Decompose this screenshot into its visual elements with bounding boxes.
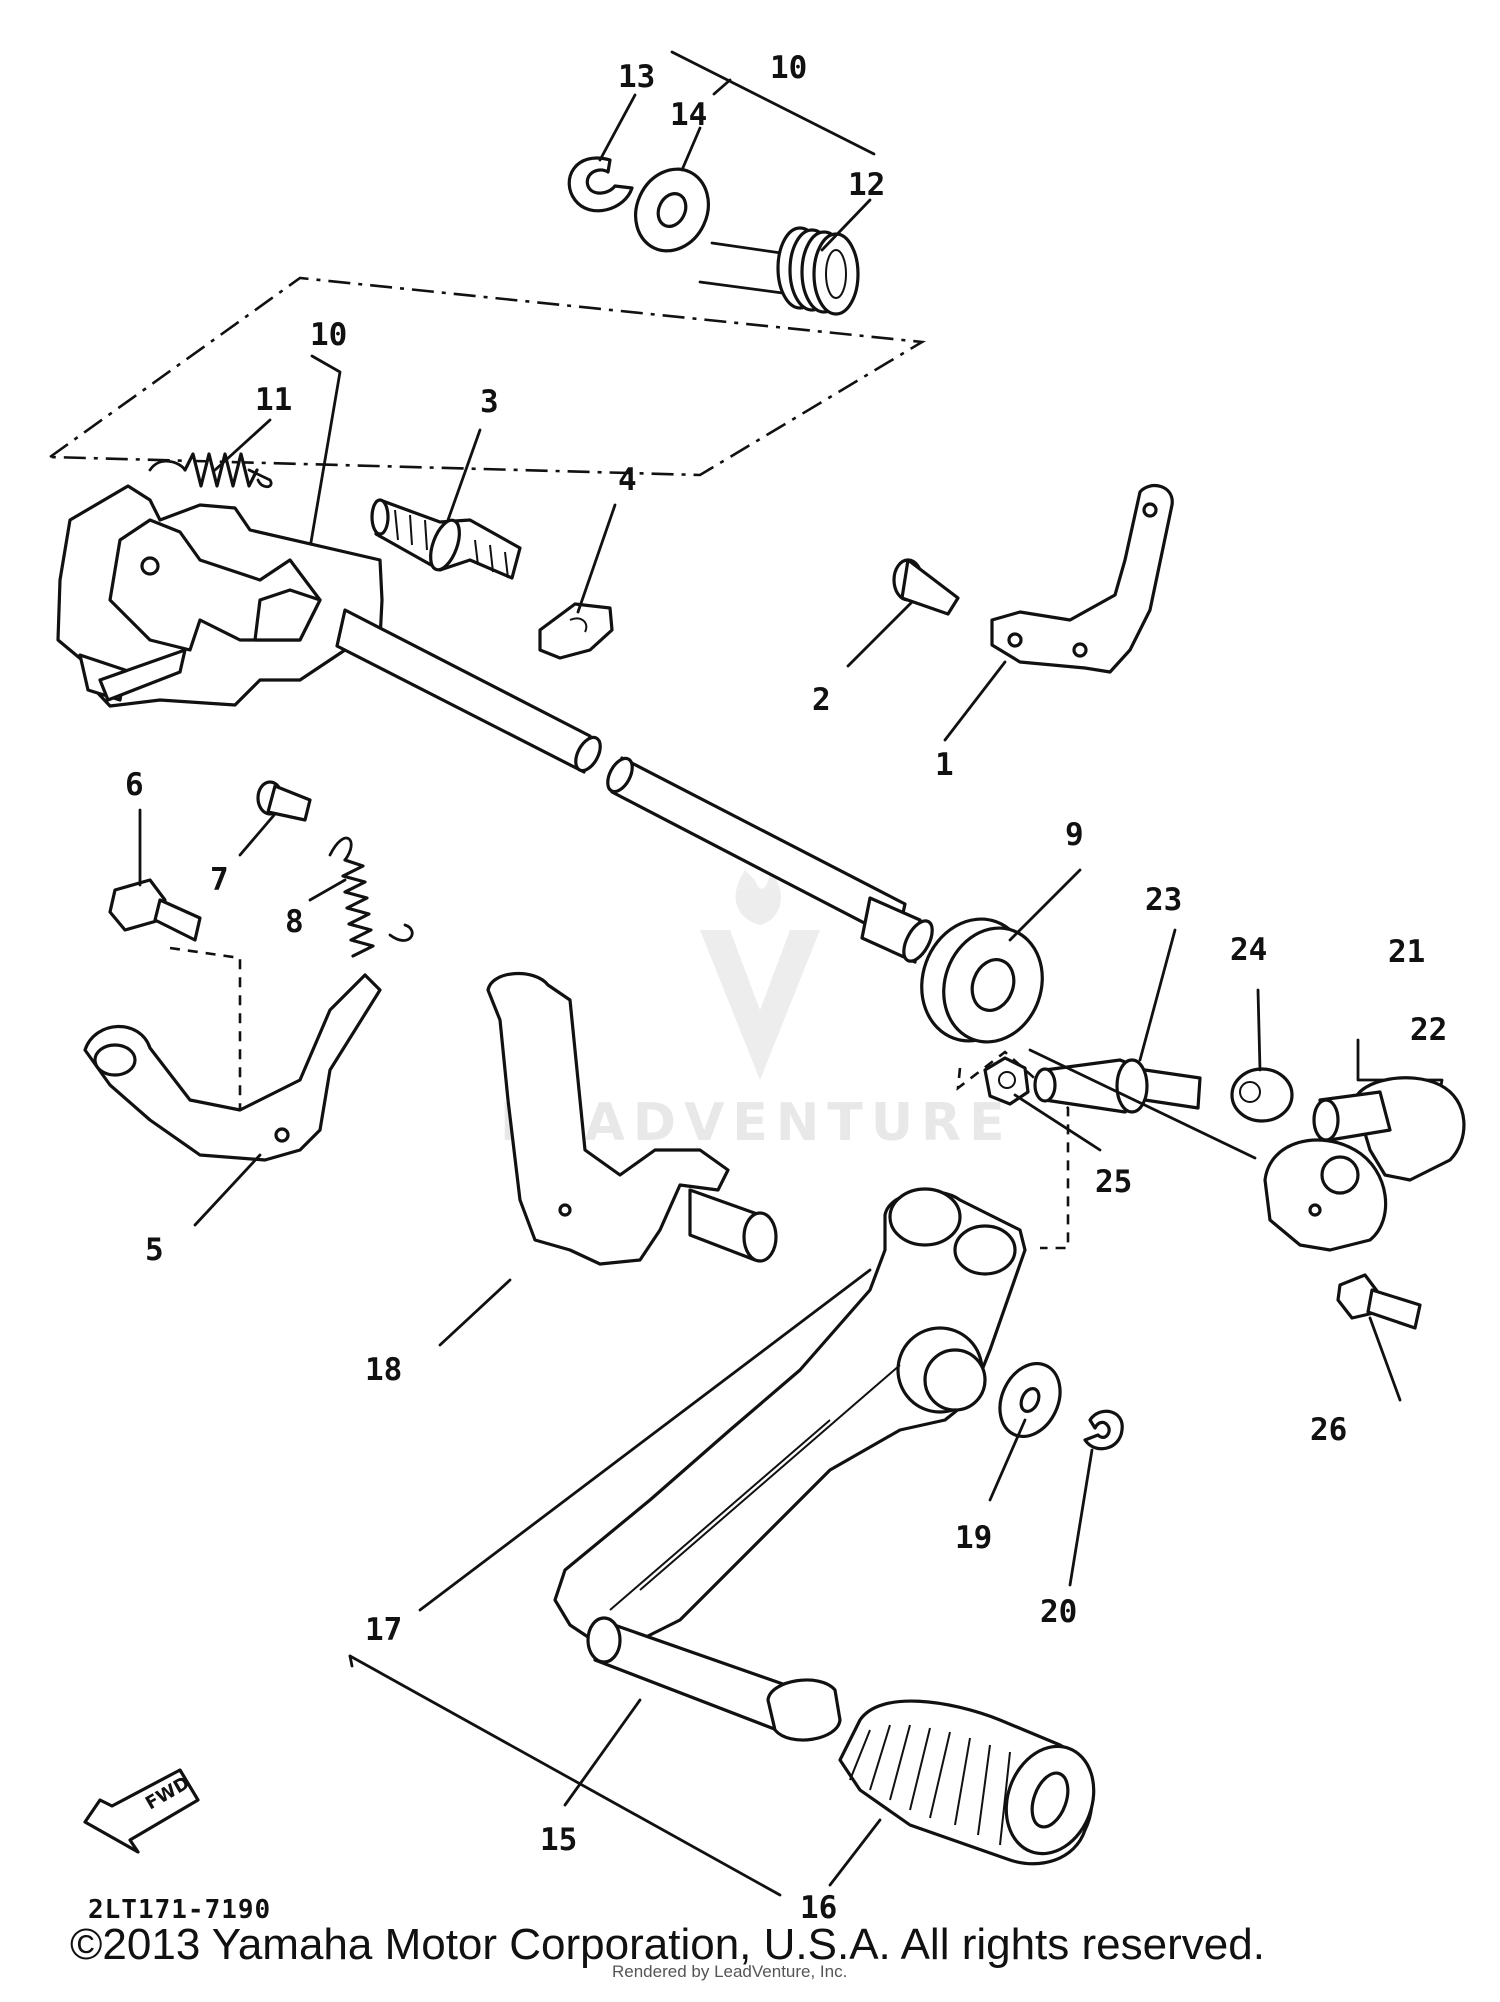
callout-16: 16	[800, 1890, 837, 1926]
part-11-spring	[148, 452, 273, 489]
part-24-nut	[1230, 1067, 1294, 1123]
callout-10-top: 10	[770, 50, 807, 86]
rendered-by-notice: Rendered by LeadVenture, Inc.	[612, 1962, 848, 1981]
part-26-bolt	[1336, 1273, 1422, 1330]
part-19-washer	[998, 1361, 1062, 1439]
callout-4: 4	[618, 462, 637, 498]
part-10-shift-shaft	[56, 484, 934, 964]
callout-14: 14	[670, 97, 707, 133]
callout-17: 17	[365, 1612, 402, 1648]
part-7-pin	[256, 780, 312, 822]
forward-arrow-icon: FWD	[83, 1768, 200, 1854]
callout-3: 3	[480, 384, 499, 420]
copyright-notice: ©2013 Yamaha Motor Corporation, U.S.A. A…	[70, 1920, 1265, 1969]
callout-10: 10	[310, 317, 347, 353]
part-2-pin	[892, 558, 960, 616]
callout-18: 18	[365, 1352, 402, 1388]
callout-15: 15	[540, 1822, 577, 1858]
part-4-clip	[538, 602, 614, 660]
callout-9: 9	[1065, 817, 1084, 853]
part-5-lever	[83, 946, 382, 1162]
callout-20: 20	[1040, 1594, 1077, 1630]
callout-12: 12	[848, 167, 885, 203]
part-15-footpeg-shaft	[586, 1616, 842, 1742]
callout-22: 22	[1410, 1012, 1447, 1048]
callout-6: 6	[125, 767, 144, 803]
part-18-lever	[486, 972, 778, 1266]
part-8-spring	[328, 836, 414, 958]
part-14-washer	[634, 167, 710, 253]
callout-11: 11	[255, 382, 292, 418]
part-22-joint	[1263, 1076, 1466, 1252]
callout-7: 7	[210, 862, 229, 898]
part-9-bearing	[920, 917, 1044, 1044]
callout-23: 23	[1145, 882, 1182, 918]
part-13-circlip	[567, 156, 634, 213]
part-1-bracket	[990, 483, 1174, 674]
callout-24: 24	[1230, 932, 1267, 968]
part-20-clip	[1083, 1409, 1124, 1451]
part-3-stud-bolt	[370, 498, 522, 580]
part-25-nut	[983, 1056, 1030, 1106]
part-16-footpeg-rubber	[838, 1699, 1096, 1866]
callout-5: 5	[145, 1232, 164, 1268]
part-17-shift-pedal	[553, 1187, 1027, 1647]
part-12-torsion-spring	[698, 226, 860, 316]
bracket-lines	[308, 50, 1444, 1897]
callout-13: 13	[618, 59, 655, 95]
callout-21: 21	[1388, 934, 1425, 970]
callout-numbers: 13 10 14 12 10 11 3 4 2 1 6 7 8 9 23 24 …	[125, 50, 1447, 1926]
leader-lines	[138, 93, 1402, 1887]
diagram-code: 2LT171-7190	[88, 1895, 271, 1925]
callout-19: 19	[955, 1520, 992, 1556]
assembly-outline-10	[46, 276, 1070, 1250]
callout-2: 2	[812, 682, 831, 718]
callout-26: 26	[1310, 1412, 1347, 1448]
callout-8: 8	[285, 904, 304, 940]
part-6-bolt	[108, 878, 202, 942]
callout-1: 1	[935, 747, 954, 783]
part-23-rod	[1028, 1048, 1257, 1160]
callout-25: 25	[1095, 1164, 1132, 1200]
